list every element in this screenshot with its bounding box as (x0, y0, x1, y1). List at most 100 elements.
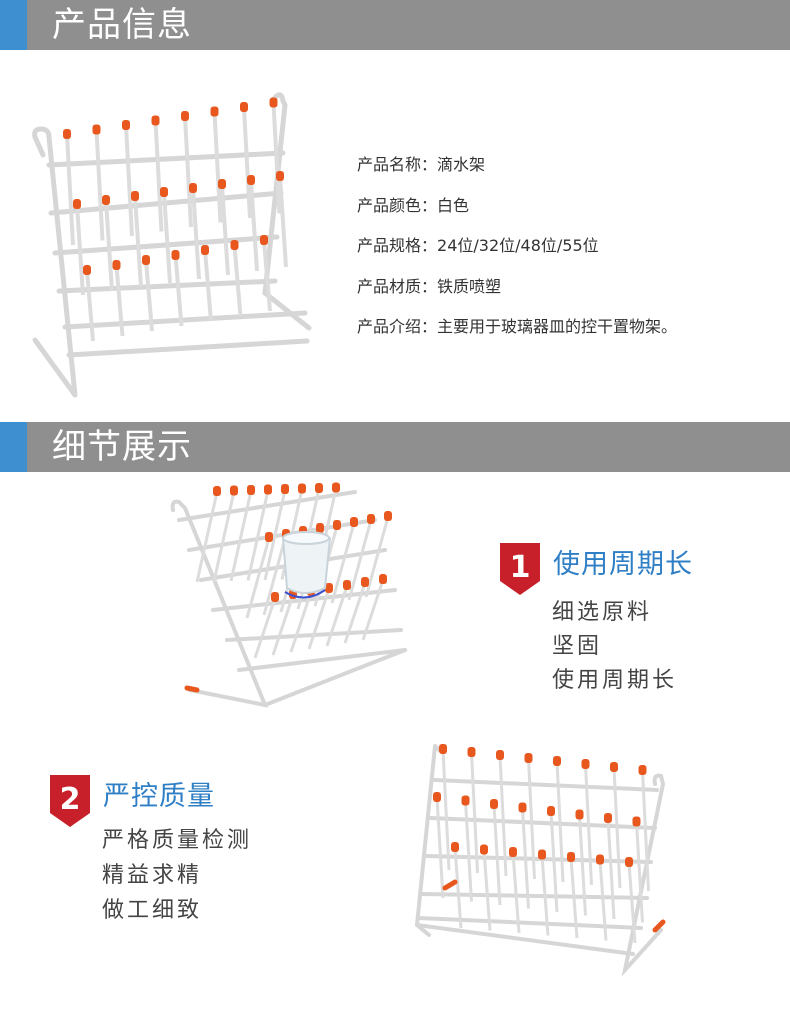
peg-tip (131, 191, 139, 201)
rack-peg (569, 857, 579, 939)
rack-peg (104, 200, 114, 292)
peg-tip (332, 482, 340, 493)
rack-peg (195, 491, 219, 583)
rack-peg (212, 112, 223, 223)
product-image-drying-rack (32, 92, 312, 398)
info-row-material: 产品材质：铁质喷塑 (357, 267, 677, 308)
peg-tip (379, 574, 387, 584)
info-row-name: 产品名称：滴水架 (357, 145, 677, 186)
peg-tip (480, 844, 488, 855)
rack-peg (635, 822, 644, 923)
rack-peg (114, 265, 125, 337)
peg-tip (638, 765, 647, 775)
info-row-spec: 产品规格：24位/32位/48位/55位 (357, 226, 677, 267)
peg-tip (298, 483, 306, 494)
peg-tip (433, 792, 441, 802)
peg-tip (281, 484, 289, 494)
svg-text:2: 2 (60, 782, 81, 817)
rack-peg (262, 240, 272, 312)
peg-tip (604, 813, 612, 823)
peg-tip (553, 756, 561, 766)
rack-peg (555, 761, 565, 883)
peg-tip (467, 747, 476, 757)
peg-tip (210, 106, 219, 117)
rack-peg (229, 490, 253, 582)
section-accent (0, 0, 27, 50)
rack-peg (330, 522, 356, 604)
peg-tip (122, 120, 130, 130)
peg-tip (596, 854, 604, 865)
peg-tip (83, 265, 91, 275)
peg-tip (92, 124, 101, 135)
peg-tip (112, 260, 121, 270)
peg-tip (547, 806, 555, 816)
rack-peg (75, 204, 85, 296)
peg-tip (102, 195, 110, 205)
peg-tip (269, 97, 278, 108)
rack-peg (470, 752, 479, 874)
rack-peg (584, 764, 593, 886)
peg-tip (201, 245, 209, 255)
feature-title: 使用周期长 (553, 549, 693, 580)
peg-tip (632, 816, 641, 827)
peg-tip (151, 115, 160, 126)
peg-tip (350, 517, 358, 527)
rack-peg (212, 491, 236, 582)
rack-peg (441, 749, 451, 871)
rack-peg (492, 804, 502, 906)
rack-peg (262, 534, 288, 616)
info-value: 24位/32位/48位/55位 (437, 236, 599, 255)
product-image-rack-side (414, 744, 666, 977)
rack-peg (364, 516, 390, 598)
peg-tip (181, 111, 189, 121)
rack-peg (435, 797, 445, 899)
feature-line: 使用周期长 (552, 668, 678, 693)
peg-tip (625, 857, 633, 867)
rack-peg (578, 815, 587, 916)
feature-line: 坚固 (552, 634, 603, 659)
rack-peg (527, 758, 536, 880)
rack-peg (162, 192, 172, 284)
info-label: 产品颜色： (357, 195, 438, 215)
rack-peg (521, 808, 530, 909)
rack-peg (498, 755, 508, 877)
rack-peg (245, 537, 271, 619)
peg-tip (247, 175, 255, 185)
info-label: 产品名称： (357, 155, 438, 174)
rack-peg (482, 850, 492, 931)
product-image-rack-with-glass (170, 482, 407, 708)
peg-tip (343, 580, 351, 590)
rack-peg (203, 250, 213, 322)
rack-peg (94, 130, 105, 241)
rack-peg (464, 801, 473, 902)
rack-peg (289, 591, 313, 653)
number-badge-1: 1 (500, 543, 540, 595)
peg-tip (575, 809, 584, 820)
info-value: 白色 (437, 195, 470, 215)
peg-tip (315, 483, 323, 493)
section-header-details: 细节展示 (0, 422, 790, 472)
rack-peg (278, 176, 288, 268)
rack-peg (220, 184, 230, 276)
info-value: 主要用于玻璃器皿的控干置物架。 (437, 317, 678, 336)
rack-peg (246, 490, 270, 581)
peg-tip (451, 842, 459, 852)
peg-tip (240, 102, 248, 112)
rack-peg (361, 579, 385, 641)
peg-tip (538, 849, 546, 860)
product-info-list: 产品名称：滴水架 产品颜色：白色 产品规格：24位/32位/48位/55位 产品… (357, 145, 677, 348)
info-label: 产品介绍： (357, 317, 438, 336)
rack-peg (343, 582, 367, 644)
rack-peg (612, 767, 622, 889)
rack-peg (271, 594, 295, 656)
peg-tip (271, 592, 279, 602)
peg-tip (361, 577, 369, 587)
rack-peg (540, 855, 550, 936)
info-row-intro: 产品介绍：主要用于玻璃器皿的控干置物架。 (357, 307, 677, 348)
rack-peg (173, 255, 184, 327)
peg-tip (581, 759, 590, 769)
rack-peg (191, 188, 201, 280)
info-label: 产品材质： (357, 276, 438, 296)
peg-tip (490, 799, 498, 809)
rack-peg (271, 103, 282, 214)
